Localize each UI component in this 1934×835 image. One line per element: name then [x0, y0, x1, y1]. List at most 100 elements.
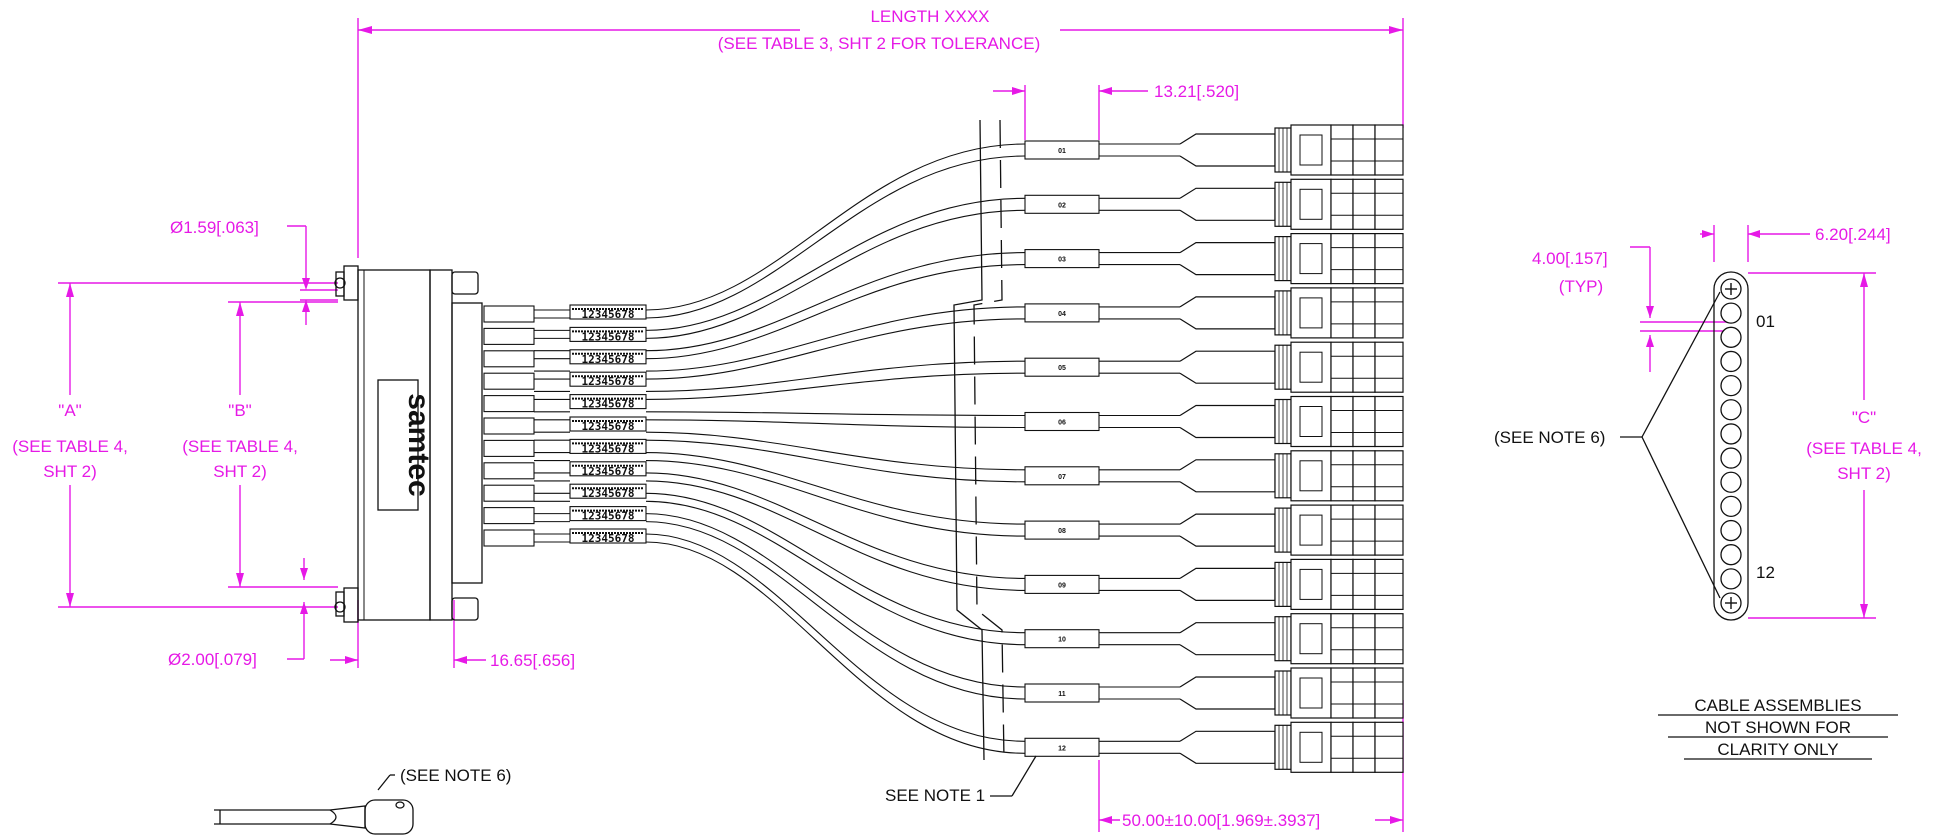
cable-tag-text: 02 [1058, 202, 1066, 209]
sma-connectors [1179, 124, 1404, 773]
cable-break-lines [953, 119, 1005, 761]
dimension-b: "B" (SEE TABLE 4, SHT 2) [182, 301, 338, 588]
clarity-line-2: NOT SHOWN FOR [1705, 718, 1851, 737]
part-number-text: 12345678 [582, 330, 635, 343]
part-number-label: 12345678 [569, 326, 647, 343]
part-number-text: 12345678 [582, 487, 635, 500]
cable-11: 11 [534, 513, 1180, 703]
part-number-text: 12345678 [582, 398, 635, 411]
cable-tag-08: 08 [1024, 520, 1100, 540]
end-view-screw [1720, 592, 1742, 614]
part-number-text: 12345678 [582, 353, 635, 366]
part-number-text: 12345678 [582, 420, 635, 433]
clarity-line-1: CABLE ASSEMBLIES [1694, 696, 1861, 715]
cable-tag-text: 03 [1058, 257, 1066, 264]
sma-connector-03 [1179, 233, 1404, 285]
cable-09: 09 [534, 472, 1180, 594]
cable-tag-text: 04 [1058, 311, 1066, 318]
dimension-c-sheet: SHT 2) [1837, 464, 1891, 483]
samtec-logo: samtec [377, 379, 435, 511]
sma-connector-06 [1179, 395, 1404, 448]
part-number-text: 12345678 [582, 465, 635, 478]
cable-tag-02: 02 [1024, 194, 1100, 214]
end-view-position [1720, 399, 1742, 421]
part-number-text: 12345678 [582, 510, 635, 523]
part-number-labels: 12345678 12345678 12345678 12345678 12345678… [483, 304, 647, 547]
part-number-label: 12345678 [569, 394, 647, 411]
part-number-text: 12345678 [582, 532, 635, 545]
cable-tag-05: 05 [1024, 357, 1100, 377]
sma-connector-09 [1179, 558, 1404, 611]
cable-end-detail: (SEE NOTE 6) [214, 766, 511, 835]
cable-tag-06: 06 [1024, 411, 1100, 432]
left-ferrule-10: 12345678 [483, 506, 647, 525]
cable-tag-07: 07 [1024, 466, 1100, 486]
connector-pitch-label: 13.21[.520] [1154, 82, 1239, 101]
cable-tag-04: 04 [1024, 303, 1100, 323]
dimension-c-title: "C" [1852, 408, 1876, 427]
part-number-label: 12345678 [569, 304, 647, 321]
label-offset-text: 16.65[.656] [490, 651, 575, 670]
dimension-b-sheet: SHT 2) [213, 462, 267, 481]
typ-pitch-label: 4.00[.157] [1532, 249, 1608, 268]
part-number-label: 12345678 [569, 461, 647, 478]
end-position-12: 12 [1756, 563, 1775, 582]
left-ferrule-1: 12345678 [483, 304, 647, 323]
cable-tag-text: 05 [1058, 365, 1066, 372]
typ-label: (TYP) [1559, 277, 1603, 296]
connector-body: samtec [334, 265, 483, 623]
sma-connector-05 [1179, 341, 1404, 393]
end-view-position [1720, 350, 1742, 373]
tail-length-label: 50.00±10.00[1.969±.3937] [1122, 811, 1320, 830]
length-dimension: LENGTH XXXX (SEE TABLE 3, SHT 2 FOR TOLE… [357, 7, 1404, 258]
sma-connector-08 [1179, 504, 1404, 556]
dimension-b-title: "B" [228, 401, 251, 420]
cable-12: 12 [534, 533, 1180, 757]
connector-pitch-dimension: 13.21[.520] [993, 82, 1239, 140]
cable-tag-text: 11 [1058, 691, 1066, 698]
large-hole-dimension: Ø2.00[.079] [168, 558, 308, 669]
cable-tag-03: 03 [1024, 249, 1100, 269]
cable-05: 05 [534, 357, 1180, 401]
end-view-position [1720, 302, 1742, 324]
cable-tag-text: 12 [1058, 745, 1066, 752]
tail-length-dimension: 50.00±10.00[1.969±.3937] [1098, 700, 1404, 832]
end-view-position [1720, 495, 1742, 518]
part-number-text: 12345678 [582, 375, 635, 388]
cable-04: 04 [534, 303, 1180, 380]
left-ferrule-6: 12345678 [483, 416, 647, 435]
left-ferrule-9: 12345678 [483, 483, 647, 502]
end-view: 6.20[.244] 4.00[.157] (TYP) "C" (SEE TAB… [1494, 225, 1922, 760]
left-ferrule-7: 12345678 [483, 438, 647, 457]
part-number-text: 12345678 [582, 308, 635, 321]
left-ferrule-4: 12345678 [483, 371, 647, 390]
part-number-label: 12345678 [569, 438, 647, 455]
end-view-position [1720, 544, 1742, 566]
end-view-position [1720, 423, 1742, 445]
end-view-position [1720, 447, 1742, 469]
dimension-c-note: (SEE TABLE 4, [1806, 439, 1922, 458]
sma-connector-02 [1179, 178, 1404, 230]
end-view-position [1720, 374, 1742, 397]
length-label: LENGTH XXXX [870, 7, 989, 26]
cable-tag-text: 10 [1058, 637, 1066, 644]
cable-tag-text: 07 [1058, 474, 1066, 481]
see-note-6-end-text: (SEE NOTE 6) [1494, 428, 1605, 447]
dimension-b-note: (SEE TABLE 4, [182, 437, 298, 456]
end-position-01: 01 [1756, 312, 1775, 331]
end-view-position [1720, 471, 1742, 493]
cable-tag-09: 09 [1024, 574, 1100, 594]
part-number-text: 12345678 [582, 442, 635, 455]
clarity-line-3: CLARITY ONLY [1717, 740, 1838, 759]
clarity-note: CABLE ASSEMBLIES NOT SHOWN FOR CLARITY O… [1658, 696, 1898, 760]
cable-03: 03 [534, 249, 1180, 360]
end-width-label: 6.20[.244] [1815, 225, 1891, 244]
length-tolerance-note: (SEE TABLE 3, SHT 2 FOR TOLERANCE) [718, 34, 1040, 53]
left-ferrule-2: 12345678 [483, 326, 647, 345]
sma-connector-01 [1179, 124, 1404, 176]
cable-01: 01 [534, 140, 1180, 319]
part-number-label: 12345678 [569, 528, 647, 545]
samtec-logo-text: samtec [402, 393, 435, 496]
cable-tag-11: 11 [1024, 683, 1100, 703]
